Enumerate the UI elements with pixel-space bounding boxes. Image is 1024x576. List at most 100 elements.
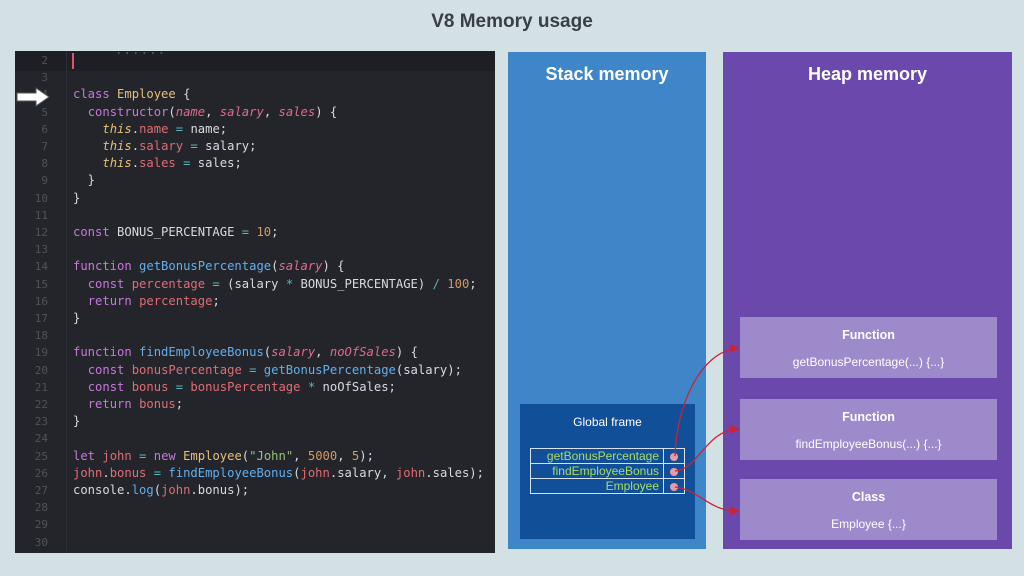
- code-line[interactable]: 25 let john = new Employee("John", 5000, …: [15, 448, 495, 465]
- line-number: 9: [41, 174, 48, 188]
- line-number: 6: [41, 122, 48, 136]
- heap-object-function: Function findEmployeeBonus(...) {...}: [740, 399, 997, 460]
- line-number: 2: [41, 54, 48, 67]
- line-number: 15: [34, 277, 48, 291]
- code-text: function getBonusPercentage(salary) {: [73, 259, 345, 274]
- frame-entry-name: getBonusPercentage: [530, 448, 664, 464]
- text-cursor: [72, 53, 74, 69]
- line-number: 8: [41, 157, 48, 171]
- code-line[interactable]: 30: [15, 534, 495, 551]
- code-text: return percentage;: [87, 293, 220, 308]
- code-line[interactable]: 18: [15, 327, 495, 344]
- code-line[interactable]: 28: [15, 499, 495, 516]
- code-line[interactable]: 13: [15, 241, 495, 258]
- heap-title: Heap memory: [807, 64, 928, 84]
- heap-memory-panel: Heap memory Function getBonusPercentage(…: [723, 52, 1012, 549]
- code-text: this.name = name;: [102, 121, 228, 136]
- line-number: 26: [34, 466, 48, 480]
- code-line[interactable]: 3: [15, 69, 495, 86]
- line-number: 13: [34, 243, 48, 257]
- line-number: 28: [34, 501, 48, 515]
- reference-arrow: [674, 344, 740, 457]
- line-number: 7: [41, 140, 48, 153]
- line-number: 12: [34, 226, 48, 239]
- line-number: 3: [41, 71, 48, 85]
- code-line[interactable]: 6 this.name = name;: [15, 121, 495, 138]
- code-line[interactable]: 5 constructor(name, salary, sales) {: [15, 104, 495, 121]
- code-text: class Employee {: [73, 87, 191, 102]
- code-line[interactable]: 2: [15, 52, 495, 69]
- code-line[interactable]: 9 }: [15, 172, 495, 189]
- line-number: 25: [34, 449, 48, 463]
- current-line-arrow-icon: [16, 87, 50, 107]
- code-text: return bonus;: [87, 397, 184, 411]
- code-text: }: [73, 414, 81, 429]
- heap-object-type: Class: [851, 490, 886, 504]
- code-line[interactable]: 16 return percentage;: [15, 293, 495, 310]
- code-text: console.log(john.bonus);: [73, 483, 250, 497]
- line-number: 21: [34, 380, 48, 394]
- code-text: this.salary = salary;: [102, 139, 257, 153]
- code-line[interactable]: 4class Employee {: [15, 86, 495, 103]
- code-text: }: [73, 190, 81, 205]
- code-line[interactable]: 23}: [15, 413, 495, 430]
- line-number: 24: [34, 432, 48, 446]
- page-title: V8 Memory usage: [431, 11, 593, 32]
- code-line[interactable]: 26 john.bonus = findEmployeeBonus(john.sa…: [15, 465, 495, 482]
- line-number: 14: [34, 260, 48, 274]
- code-text: this.sales = sales;: [102, 156, 242, 171]
- line-number: 19: [34, 346, 48, 360]
- line-number: 23: [34, 415, 48, 429]
- frame-entry-name: Employee: [530, 478, 664, 494]
- line-number: 10: [34, 191, 48, 205]
- heap-object-function: Function getBonusPercentage(...) {...}: [740, 317, 997, 378]
- code-line[interactable]: 21 const bonus = bonusPercentage * noOfS…: [15, 379, 495, 396]
- code-line[interactable]: 29: [15, 516, 495, 533]
- frame-entry-name: findEmployeeBonus: [530, 463, 664, 479]
- code-line[interactable]: 22 return bonus;: [15, 396, 495, 413]
- code-line[interactable]: 15 const percentage = (salary * BONUS_PE…: [15, 276, 495, 293]
- reference-arrow: [674, 424, 740, 472]
- code-line[interactable]: 11: [15, 207, 495, 224]
- heap-object-value: Employee {...}: [831, 517, 906, 531]
- line-number: 27: [34, 484, 48, 497]
- code-line[interactable]: 20 const bonusPercentage = getBonusPerce…: [15, 362, 495, 379]
- code-text: const percentage = (salary * BONUS_PERCE…: [87, 276, 477, 291]
- code-text: const bonusPercentage = getBonusPercenta…: [87, 362, 462, 377]
- heap-object-class: Class Employee {...}: [740, 479, 997, 540]
- code-line[interactable]: 14 function getBonusPercentage(salary) {: [15, 258, 495, 275]
- heap-object-type: Function: [842, 410, 895, 424]
- global-frame: Global frame getBonusPercentage findEmpl…: [520, 404, 695, 539]
- code-text: constructor(name, salary, sales) {: [87, 104, 338, 119]
- heap-object-value: getBonusPercentage(...) {...}: [792, 355, 945, 369]
- code-line[interactable]: 27 console.log(john.bonus);: [15, 482, 495, 499]
- stack-title: Stack memory: [545, 64, 669, 84]
- global-frame-title: Global frame: [573, 415, 642, 429]
- code-line[interactable]: 8 this.sales = sales;: [15, 155, 495, 172]
- line-number: 30: [34, 535, 48, 549]
- editor-faded-text: ......: [115, 51, 166, 57]
- heap-object-value: findEmployeeBonus(...) {...}: [795, 437, 942, 451]
- code-text: const bonus = bonusPercentage * noOfSale…: [87, 379, 396, 394]
- code-text: john.bonus = findEmployeeBonus(john.sala…: [73, 465, 484, 480]
- code-line[interactable]: 10}: [15, 190, 495, 207]
- line-number: 5: [41, 105, 48, 119]
- line-number: 29: [34, 518, 48, 532]
- code-line[interactable]: 7 this.salary = salary;: [15, 138, 495, 155]
- line-number: 22: [34, 398, 48, 411]
- line-number: 17: [34, 312, 48, 325]
- code-text: }: [73, 311, 81, 325]
- code-line[interactable]: 17}: [15, 310, 495, 327]
- line-number: 18: [34, 329, 48, 343]
- code-editor[interactable]: ...... 234class Employee {5 constructor(…: [15, 51, 495, 553]
- heap-object-type: Function: [842, 328, 895, 342]
- code-text: let john = new Employee("John", 5000, 5)…: [73, 448, 374, 463]
- line-number: 11: [34, 208, 48, 222]
- line-number: 20: [34, 363, 48, 377]
- frame-entry: Employee: [530, 478, 685, 494]
- code-line[interactable]: 24: [15, 430, 495, 447]
- gutter-divider: [66, 51, 67, 553]
